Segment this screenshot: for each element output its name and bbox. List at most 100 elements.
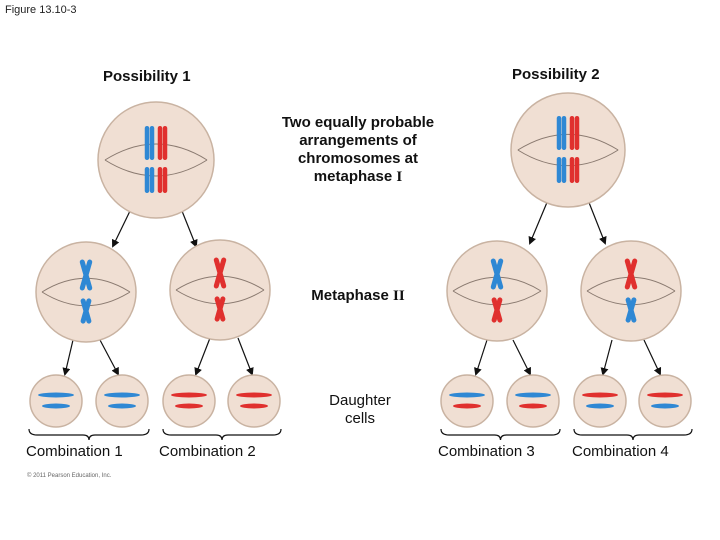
spindle-fiber <box>517 149 619 167</box>
chromosome <box>149 167 155 193</box>
metaphase-2-cell-4 <box>580 240 682 342</box>
possibility-2-label: Possibility 2 <box>512 66 600 83</box>
chromosome-long <box>647 392 683 398</box>
combination-4-label: Combination 4 <box>572 443 669 460</box>
cell-membrane <box>162 374 216 428</box>
arrow <box>181 210 198 248</box>
arrow <box>528 199 549 245</box>
chromosome <box>574 116 580 150</box>
chromatid <box>79 259 93 291</box>
metaphase-1-cell-possibility-1 <box>97 101 215 219</box>
chromosome-short <box>651 403 679 409</box>
daughter-cells-line-1: Daughter <box>329 392 391 409</box>
metaphase-1-roman: I <box>396 169 403 185</box>
chromosome-long <box>171 392 207 398</box>
cell-membrane <box>440 374 494 428</box>
cell-membrane <box>510 92 626 208</box>
metaphase-2-cell-1 <box>35 241 137 343</box>
arrow <box>112 210 131 248</box>
chromosome <box>157 167 163 193</box>
spindle-fiber <box>517 133 619 151</box>
metaphase-1-line-1: Two equally probable <box>281 114 435 131</box>
metaphase-1-line-3: chromosomes at <box>297 150 419 167</box>
chromosome <box>162 126 168 160</box>
metaphase-1-prefix: metaphase <box>313 168 397 185</box>
figure-number: Figure 13.10-3 <box>5 4 77 16</box>
chromosome <box>569 116 575 150</box>
chromosome-long <box>38 392 74 398</box>
daughter-cell-8 <box>638 374 692 428</box>
daughter-cell-1 <box>29 374 83 428</box>
chromosome-long <box>582 392 618 398</box>
brackets-layer <box>28 428 693 441</box>
arrow <box>99 339 119 376</box>
daughter-cells-label: Daughter cells <box>300 392 420 428</box>
arrow <box>237 337 254 376</box>
metaphase-1-line-4: metaphase I <box>258 168 458 186</box>
chromatid <box>624 258 638 290</box>
daughter-cell-4 <box>227 374 281 428</box>
chromosome-short <box>519 403 547 409</box>
chromosome <box>162 167 168 193</box>
spindle-fiber <box>104 143 208 161</box>
chromosome-short <box>586 403 614 409</box>
chromosome <box>556 116 562 150</box>
chromosome <box>561 157 567 183</box>
daughter-cell-3 <box>162 374 216 428</box>
metaphase-1-label: Two equally probable arrangements of chr… <box>258 114 458 186</box>
chromatid <box>214 296 226 322</box>
chromatid <box>491 297 503 323</box>
chromosome <box>144 126 150 160</box>
metaphase-1-cell-possibility-2 <box>510 92 626 208</box>
combination-bracket <box>440 428 561 441</box>
metaphase-2-roman: II <box>393 288 405 304</box>
chromatid <box>490 258 504 290</box>
chromosome-long <box>515 392 551 398</box>
combination-bracket <box>28 428 150 441</box>
chromosome-long <box>104 392 140 398</box>
metaphase-1-line-2: arrangements of <box>299 132 417 149</box>
chromosome-long <box>449 392 485 398</box>
daughter-cell-5 <box>440 374 494 428</box>
cell-membrane <box>35 241 137 343</box>
chromosome-short <box>240 403 268 409</box>
possibility-1-label: Possibility 1 <box>103 68 191 85</box>
arrow <box>512 339 531 376</box>
cell-membrane <box>446 240 548 342</box>
arrow <box>474 339 488 376</box>
combination-bracket <box>573 428 693 441</box>
chromosome-long <box>236 392 272 398</box>
combination-1-label: Combination 1 <box>26 443 123 460</box>
chromosome <box>157 126 163 160</box>
combination-bracket <box>162 428 282 441</box>
cell-membrane <box>573 374 627 428</box>
chromosome <box>574 157 580 183</box>
metaphase-2-label: Metaphase II <box>288 287 428 305</box>
spindle-fiber <box>104 159 208 177</box>
cell-membrane <box>169 239 271 341</box>
metaphase-2-cell-3 <box>446 240 548 342</box>
metaphase-2-cell-2 <box>169 239 271 341</box>
combination-2-label: Combination 2 <box>159 443 256 460</box>
chromatid <box>625 297 637 323</box>
cell-membrane <box>95 374 149 428</box>
chromosome <box>149 126 155 160</box>
daughter-cell-2 <box>95 374 149 428</box>
chromosome-short <box>42 403 70 409</box>
chromosome <box>561 116 567 150</box>
metaphase-2-prefix: Metaphase <box>311 287 393 304</box>
cell-membrane <box>227 374 281 428</box>
cell-membrane <box>97 101 215 219</box>
combination-3-label: Combination 3 <box>438 443 535 460</box>
arrows-layer <box>62 199 662 376</box>
chromosome-short <box>108 403 136 409</box>
cell-membrane <box>638 374 692 428</box>
chromosome <box>556 157 562 183</box>
cell-membrane <box>580 240 682 342</box>
chromosome-short <box>453 403 481 409</box>
arrow <box>600 339 613 376</box>
arrow <box>62 339 74 376</box>
copyright-notice: © 2011 Pearson Education, Inc. <box>27 473 112 479</box>
daughter-cell-7 <box>573 374 627 428</box>
